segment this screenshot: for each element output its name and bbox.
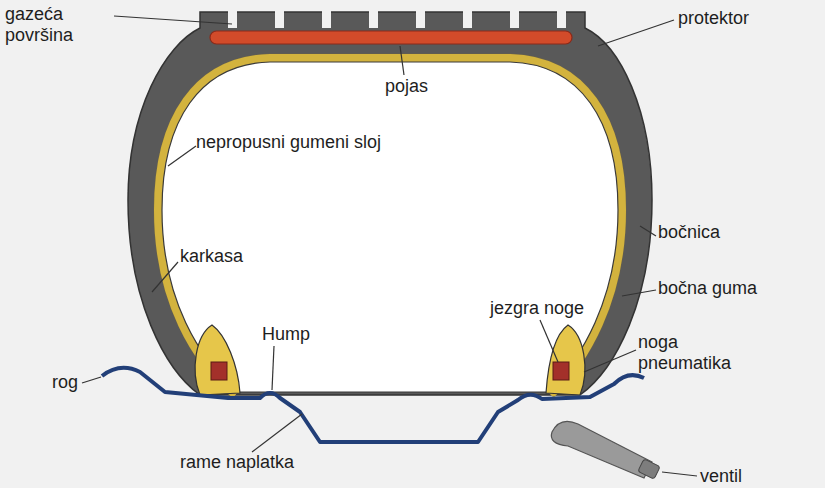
- carcass-edge: [162, 62, 618, 392]
- bead-right: [546, 325, 585, 395]
- tread-groove: [463, 11, 472, 28]
- valve-cap: [638, 459, 660, 479]
- bead-core-right: [553, 362, 569, 380]
- tread-groove: [557, 11, 566, 28]
- part-label: rame naplatka: [180, 452, 294, 473]
- tread-grooves: [228, 11, 566, 28]
- part-label: protektor: [678, 8, 749, 29]
- part-label: noga pneumatika: [638, 332, 746, 374]
- part-label: karkasa: [180, 246, 243, 267]
- tire-rubber: [128, 12, 652, 395]
- part-label: nepropusni gumeni sloj: [196, 132, 381, 153]
- part-label: bočnica: [658, 222, 720, 243]
- carcass-layer: [162, 62, 618, 392]
- tread-groove: [275, 11, 284, 28]
- tread-groove: [228, 11, 237, 28]
- part-label: rog: [52, 372, 78, 393]
- tread-groove: [510, 11, 519, 28]
- valve-body: [551, 421, 652, 478]
- tire-cavity: [162, 62, 618, 392]
- tread-groove: [416, 11, 425, 28]
- part-label: Hump: [262, 324, 310, 345]
- leader-lines: [82, 16, 697, 476]
- part-label: gazeća površina: [5, 4, 115, 46]
- bead-core-left: [211, 362, 227, 380]
- tread-groove: [322, 11, 331, 28]
- part-label: bočna guma: [658, 278, 757, 299]
- part-label: pojas: [385, 76, 428, 97]
- part-label: ventil: [700, 466, 742, 487]
- part-label: jezgra noge: [490, 298, 584, 319]
- belt: [210, 31, 572, 44]
- tread-groove: [369, 11, 378, 28]
- bead-left: [195, 325, 240, 395]
